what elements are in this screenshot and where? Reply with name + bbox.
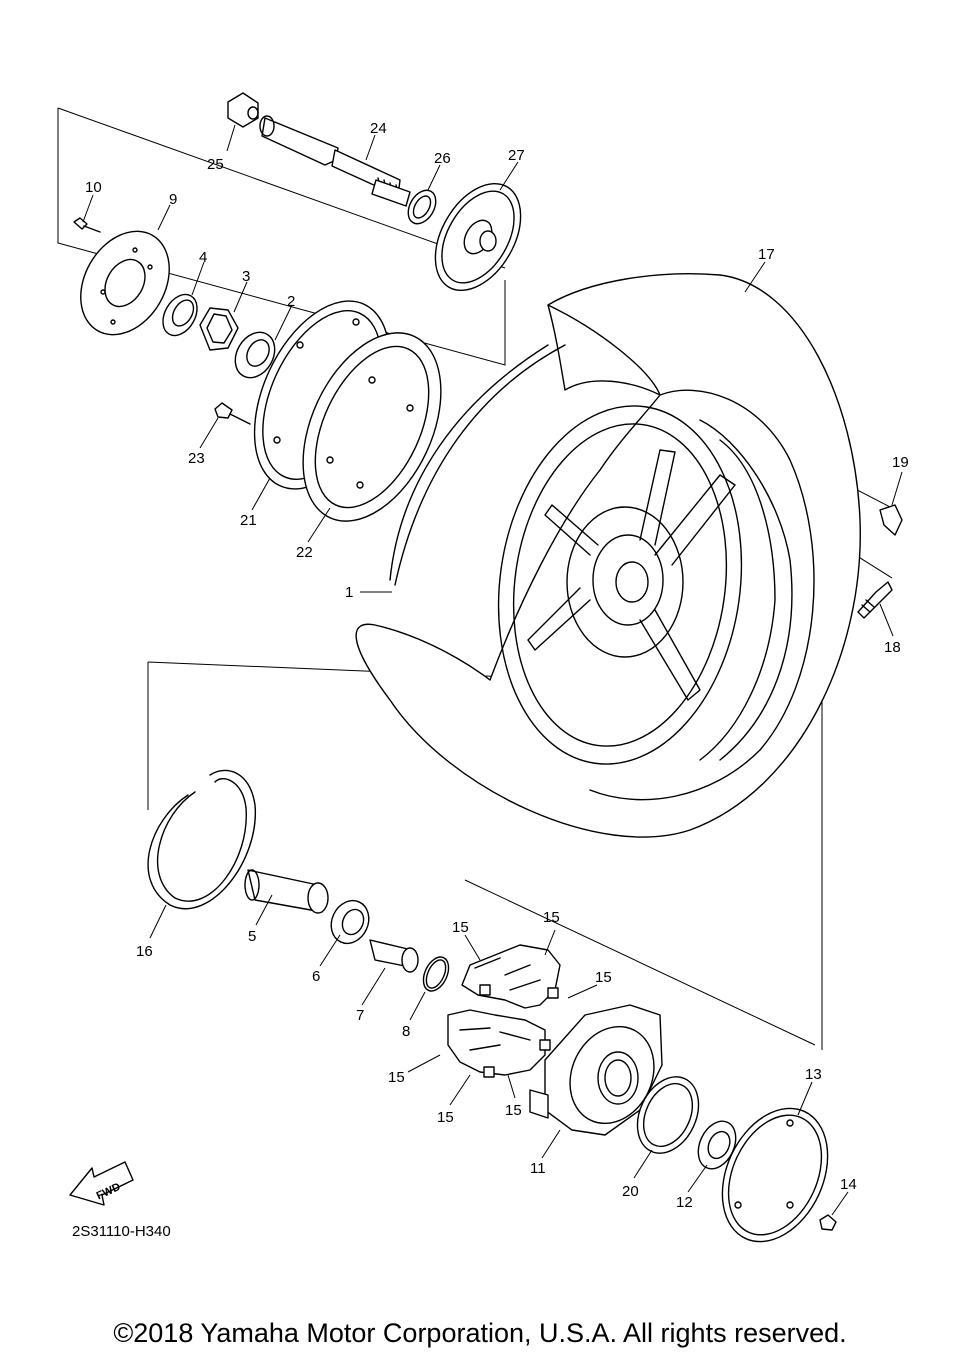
part-20-bearing bbox=[636, 1076, 700, 1154]
callout-11: 11 bbox=[530, 1160, 546, 1177]
callout-15-f: 15 bbox=[505, 1102, 522, 1119]
part-19-valve-cap bbox=[879, 504, 903, 536]
part-16-circlip bbox=[147, 769, 256, 910]
callout-8: 8 bbox=[402, 1023, 410, 1040]
part-24-axle bbox=[259, 115, 411, 207]
part-14-bolt bbox=[819, 1214, 837, 1231]
callout-6: 6 bbox=[312, 968, 320, 985]
part-8-o-ring bbox=[422, 956, 450, 992]
callout-27: 27 bbox=[508, 147, 525, 164]
callout-5: 5 bbox=[248, 928, 256, 945]
callout-18: 18 bbox=[884, 639, 901, 656]
part-3-spacer bbox=[199, 307, 239, 351]
part-13-cover-plate bbox=[721, 1107, 829, 1243]
callout-2: 2 bbox=[287, 293, 295, 310]
callout-15-d: 15 bbox=[388, 1069, 405, 1086]
callout-20: 20 bbox=[622, 1183, 639, 1200]
part-15-hub-dampers bbox=[447, 944, 561, 1078]
callout-25: 25 bbox=[207, 156, 224, 173]
callout-3: 3 bbox=[242, 268, 250, 285]
callout-10: 10 bbox=[85, 179, 102, 196]
part-7-collar bbox=[369, 939, 419, 973]
part-2-bearing bbox=[234, 331, 276, 379]
part-4-oil-seal bbox=[162, 293, 198, 337]
part-1-wheel bbox=[389, 344, 743, 765]
part-5-spacer bbox=[244, 869, 329, 914]
part-18-tire-valve bbox=[857, 581, 893, 619]
callout-7: 7 bbox=[356, 1007, 364, 1024]
callout-22: 22 bbox=[296, 544, 313, 561]
callout-15-c: 15 bbox=[595, 969, 612, 986]
callout-16: 16 bbox=[136, 943, 153, 960]
callout-4: 4 bbox=[199, 249, 207, 266]
callout-15-b: 15 bbox=[543, 909, 560, 926]
leader-lines bbox=[82, 124, 903, 1216]
callout-9: 9 bbox=[169, 191, 177, 208]
part-25-nut bbox=[227, 92, 259, 128]
callout-26: 26 bbox=[434, 150, 451, 167]
callout-numbers: 24 25 26 27 10 9 4 3 2 23 21 22 1 17 19 … bbox=[85, 120, 909, 1211]
part-12-bearing bbox=[697, 1120, 737, 1170]
callout-23: 23 bbox=[188, 450, 205, 467]
callout-14: 14 bbox=[840, 1176, 857, 1193]
part-26-collar bbox=[407, 189, 437, 225]
reference-code: 2S31110-H340 bbox=[72, 1223, 171, 1240]
copyright-notice: ©2018 Yamaha Motor Corporation, U.S.A. A… bbox=[113, 1318, 847, 1348]
part-22-cover-ring bbox=[302, 332, 442, 522]
callout-15-e: 15 bbox=[437, 1109, 454, 1126]
callout-1: 1 bbox=[345, 584, 353, 601]
part-10-bolt bbox=[73, 217, 101, 233]
part-9-disc bbox=[80, 230, 170, 336]
callout-21: 21 bbox=[240, 512, 257, 529]
part-27-sprocket-hub bbox=[434, 182, 522, 292]
part-11-clutch-hub bbox=[529, 1004, 663, 1136]
callout-15-a: 15 bbox=[452, 919, 469, 936]
callout-17: 17 bbox=[758, 246, 775, 263]
callout-12: 12 bbox=[676, 1194, 693, 1211]
callout-19: 19 bbox=[892, 454, 909, 471]
callout-13: 13 bbox=[805, 1066, 822, 1083]
part-23-bolt bbox=[214, 402, 251, 425]
part-6-bearing bbox=[330, 899, 370, 945]
fwd-arrow: FWD bbox=[69, 1161, 134, 1206]
callout-24: 24 bbox=[370, 120, 387, 137]
